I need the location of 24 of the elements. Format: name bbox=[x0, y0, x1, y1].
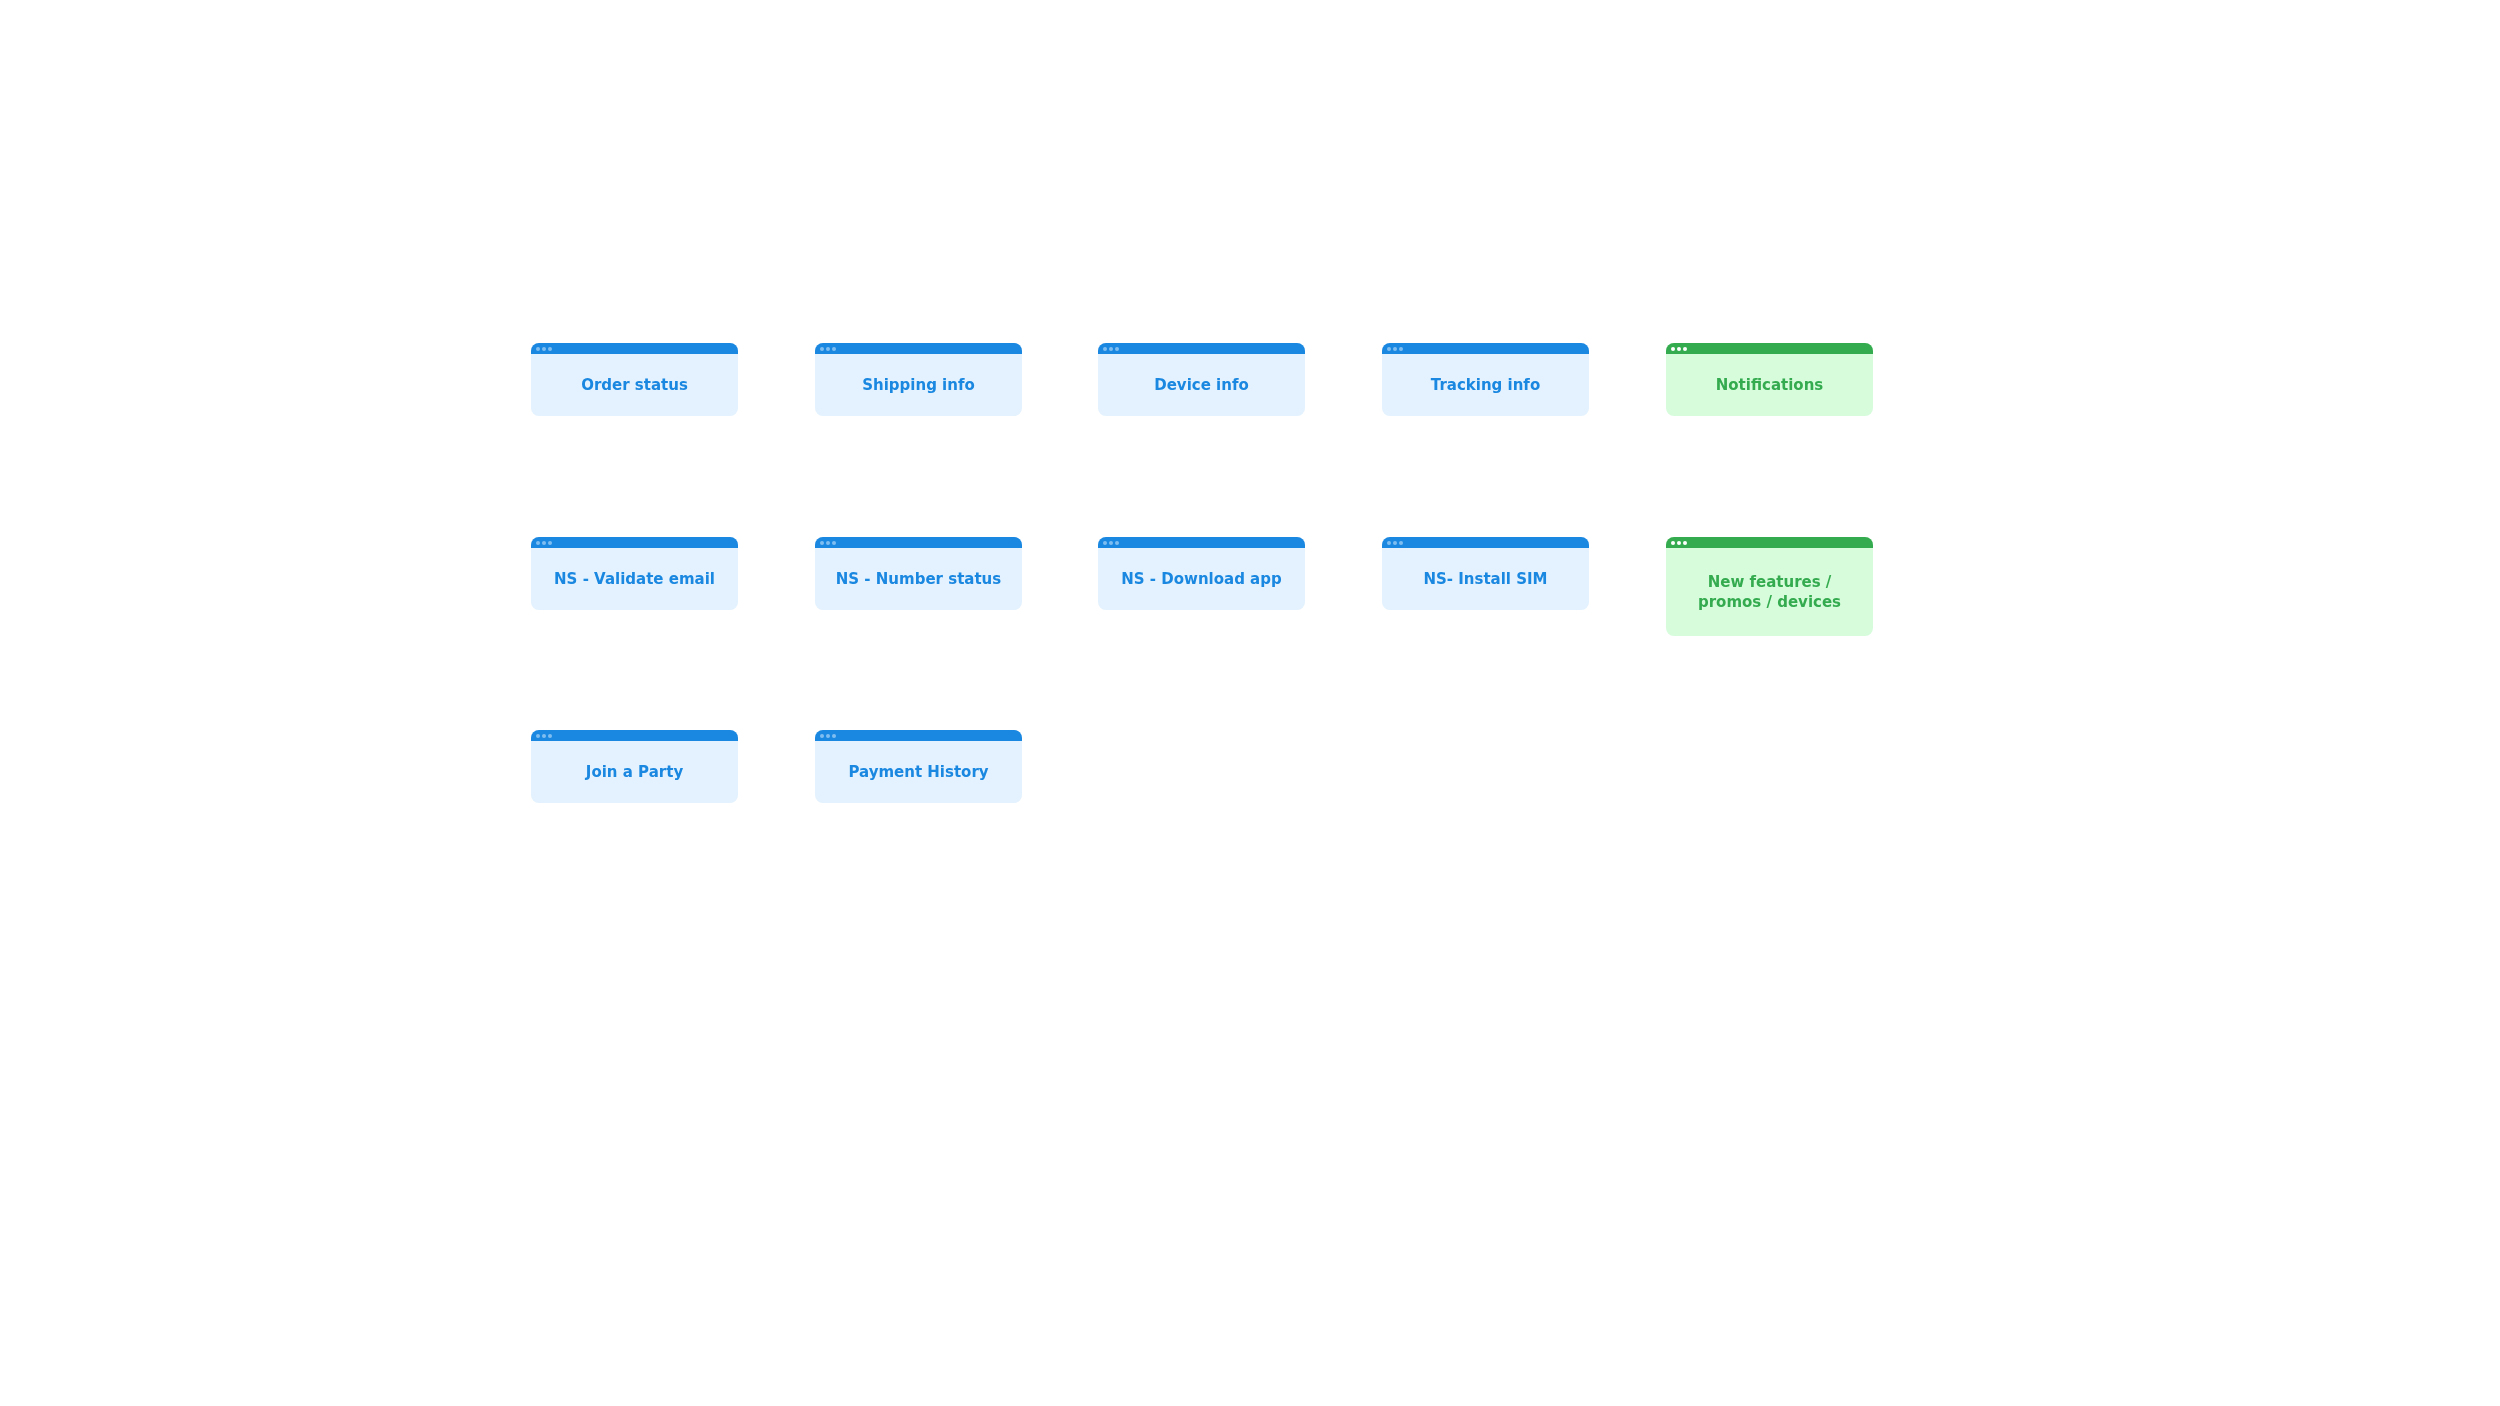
window-card bbox=[815, 730, 1022, 803]
window-card bbox=[1382, 537, 1589, 610]
card-label: Device info bbox=[1154, 374, 1249, 396]
window-card bbox=[1666, 537, 1873, 636]
window-card bbox=[815, 343, 1022, 416]
card-label: Payment History bbox=[848, 761, 989, 783]
card-label: NS - Number status bbox=[835, 568, 1002, 590]
window-card bbox=[1666, 343, 1873, 416]
card-label: NS - Download app bbox=[1121, 568, 1282, 590]
card-label: NS - Validate email bbox=[554, 568, 715, 590]
card-label: New features / promos / devices bbox=[1696, 571, 1843, 613]
card-label: Tracking info bbox=[1430, 374, 1541, 396]
window-card bbox=[1382, 343, 1589, 416]
window-card bbox=[815, 537, 1022, 610]
window-card bbox=[531, 537, 738, 610]
window-card bbox=[1098, 343, 1305, 416]
window-card bbox=[1098, 537, 1305, 610]
card-label: Join a Party bbox=[585, 761, 684, 783]
window-card bbox=[531, 730, 738, 803]
card-label: Order status bbox=[581, 374, 688, 396]
card-label: Notifications bbox=[1715, 374, 1824, 396]
card-label: NS- Install SIM bbox=[1423, 568, 1548, 590]
card-label: Shipping info bbox=[862, 374, 975, 396]
window-card bbox=[531, 343, 738, 416]
